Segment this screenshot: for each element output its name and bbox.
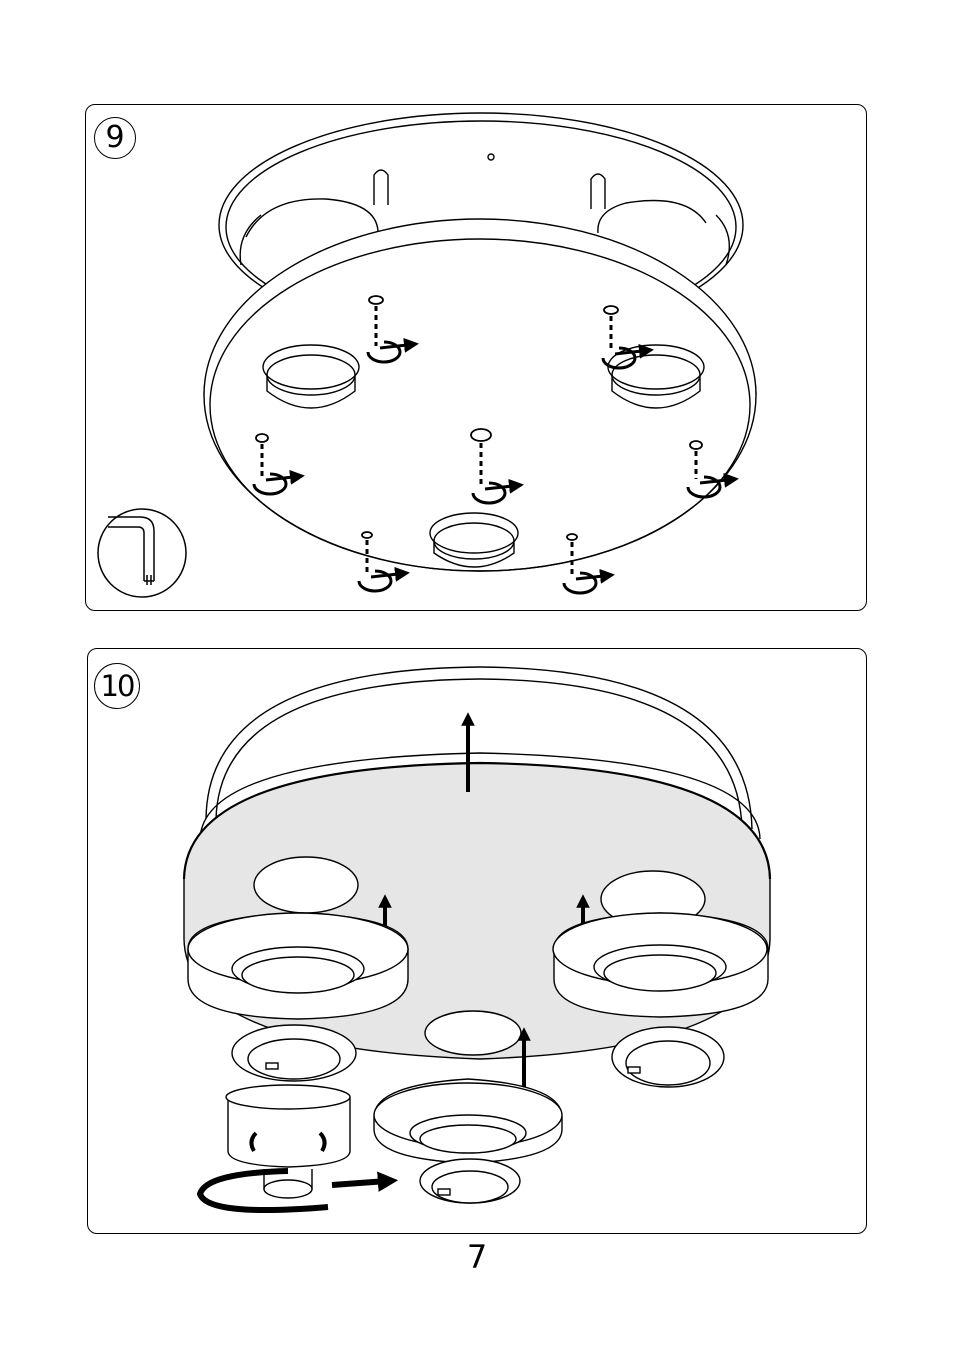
collar-right: [612, 1027, 724, 1087]
collar-center: [420, 1159, 520, 1203]
lamp-socket-center: [430, 513, 518, 567]
step-9-panel: 9: [85, 104, 867, 611]
shade-ring-right: [553, 913, 768, 1017]
step-9-illustration: [86, 105, 868, 612]
step-10-panel: 10: [87, 648, 867, 1234]
bulb-socket: [226, 1085, 350, 1198]
shade-ring-left: [188, 913, 408, 1019]
shade-ring-center: [374, 1079, 562, 1163]
hex-key-icon: [98, 509, 186, 597]
step-10-illustration: [88, 649, 868, 1235]
collar-left: [232, 1025, 356, 1081]
page-number: 7: [0, 1238, 954, 1276]
